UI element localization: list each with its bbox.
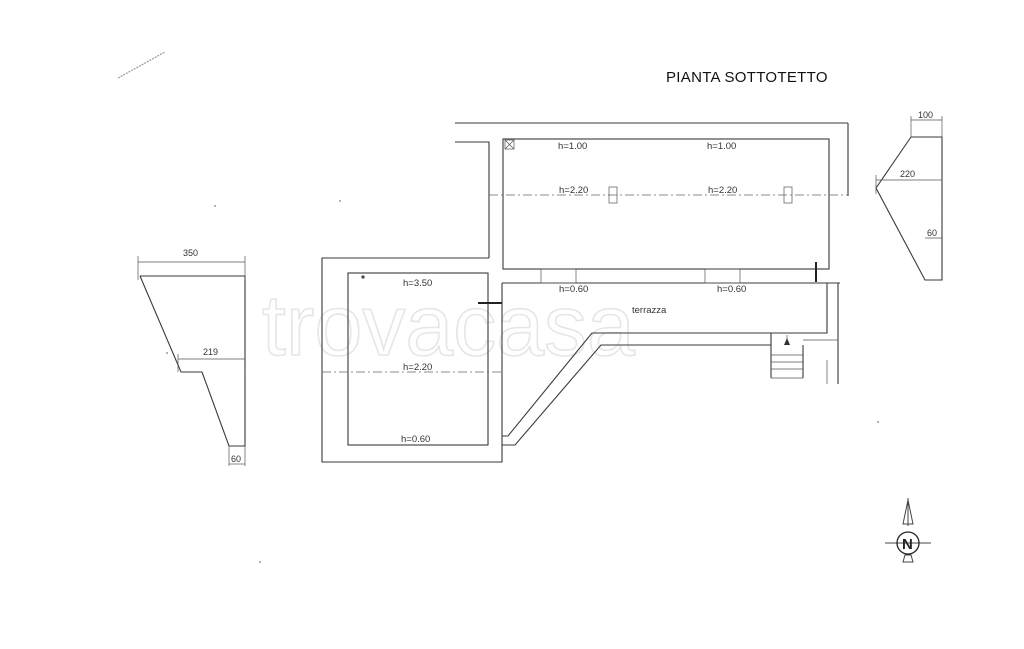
watermark: trovacasa	[262, 278, 635, 374]
left-section-profile	[137, 256, 246, 466]
room-height-label: h=2.20	[559, 185, 588, 196]
room-height-label: h=1.00	[558, 141, 587, 152]
room-height-label: h=2.20	[403, 362, 432, 373]
north-compass-icon: N	[885, 498, 931, 563]
right-section-profile	[875, 116, 943, 281]
terrace	[501, 268, 840, 446]
upper-room	[455, 122, 849, 282]
room-height-label: h=3.50	[403, 278, 432, 289]
right-dim-mid: 220	[900, 169, 915, 179]
left-dim-bottom: 60	[231, 454, 241, 464]
left-dim-top: 350	[183, 248, 198, 258]
terrace-label: terrazza	[632, 305, 667, 316]
room-height-label: h=2.20	[708, 185, 737, 196]
compass-letter: N	[902, 536, 913, 553]
right-dim-bottom: 60	[927, 228, 937, 238]
room-height-label: h=0.60	[559, 284, 588, 295]
room-height-label: h=1.00	[707, 141, 736, 152]
room-height-label: h=0.60	[401, 434, 430, 445]
stray-marks	[117, 51, 879, 563]
room-height-label: h=0.60	[717, 284, 746, 295]
right-dim-top: 100	[918, 110, 933, 120]
left-room	[321, 257, 503, 463]
page-title: PIANTA SOTTOTETTO	[666, 69, 828, 86]
left-dim-mid: 219	[203, 347, 218, 357]
